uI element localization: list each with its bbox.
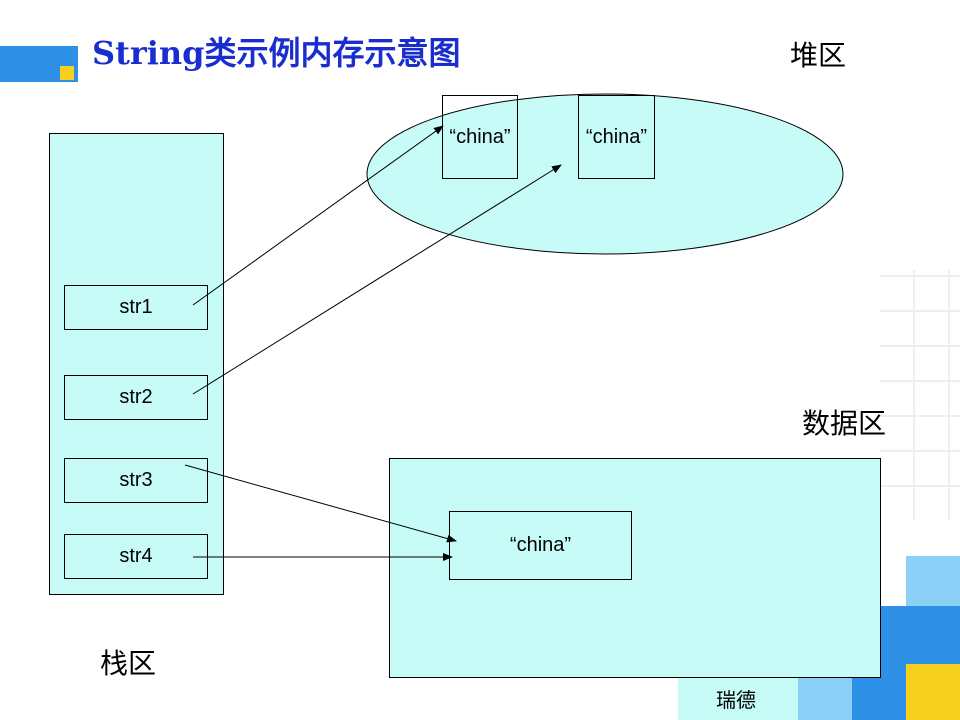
heap-region-label: 堆区 xyxy=(790,39,847,72)
data-region-label: 数据区 xyxy=(802,407,887,440)
stack-var-str1: str1 xyxy=(64,285,208,330)
data-area xyxy=(389,458,881,678)
footer-strip xyxy=(678,678,798,720)
bg-grid-lines xyxy=(880,270,960,520)
top-left-yellow-square xyxy=(60,66,74,80)
stack-var-str3: str3 xyxy=(64,458,208,503)
bottom-right-light-blue-block xyxy=(906,556,960,608)
heap-ellipse xyxy=(366,93,844,255)
footer-label: 瑞德 xyxy=(716,688,756,712)
heap-object-1: “china” xyxy=(442,95,518,179)
bottom-yellow-block xyxy=(906,664,960,720)
stack-area xyxy=(49,133,224,595)
arrow-str1-to-heap1 xyxy=(192,125,444,306)
page-title: String类示例内存示意图 xyxy=(92,34,461,72)
bottom-right-blue-block xyxy=(880,606,960,664)
stack-var-str2: str2 xyxy=(64,375,208,420)
arrow-str3-to-data xyxy=(184,464,457,543)
data-object: “china” xyxy=(449,511,632,580)
heap-object-2: “china” xyxy=(578,95,655,179)
arrow-str2-to-heap2 xyxy=(192,164,562,395)
stack-region-label: 栈区 xyxy=(100,647,157,680)
